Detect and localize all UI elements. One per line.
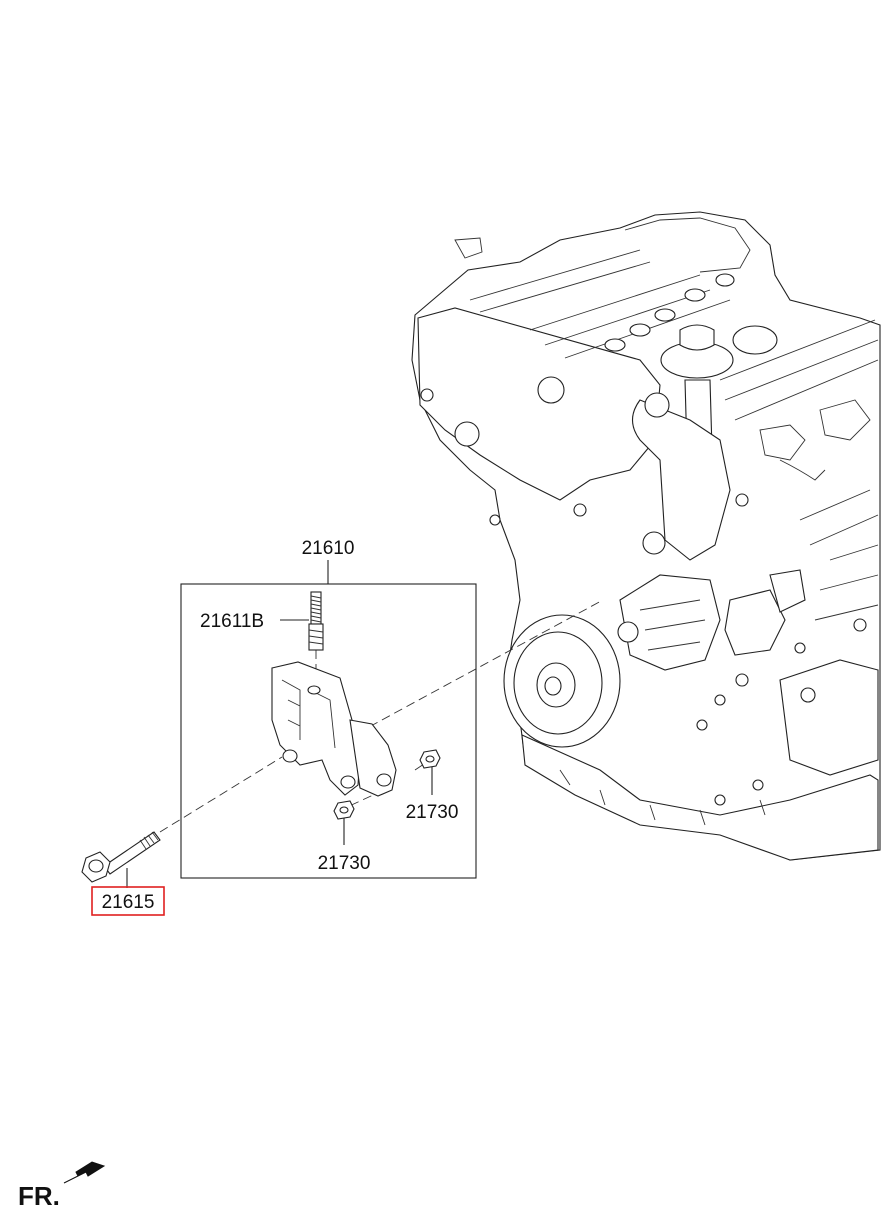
callout-bolt[interactable]: 21615 (102, 892, 155, 913)
callout-stud: 21611B (200, 611, 264, 632)
nut-bottom-part (333, 800, 355, 820)
stud-part (308, 591, 324, 651)
bracket-part (271, 661, 397, 797)
highlight-box (91, 886, 165, 916)
front-direction-label: FR. (18, 1181, 60, 1211)
alignment-line-engine (344, 599, 604, 741)
alignment-line-bolt (159, 756, 283, 833)
engine-block (411, 211, 881, 861)
nut-right-part (419, 749, 441, 769)
bolt-part (81, 831, 161, 883)
callout-nut-bottom: 21730 (318, 853, 371, 874)
callout-nut-right: 21730 (406, 802, 459, 823)
callout-assembly: 21610 (302, 538, 355, 559)
front-arrow-icon (63, 1161, 106, 1184)
